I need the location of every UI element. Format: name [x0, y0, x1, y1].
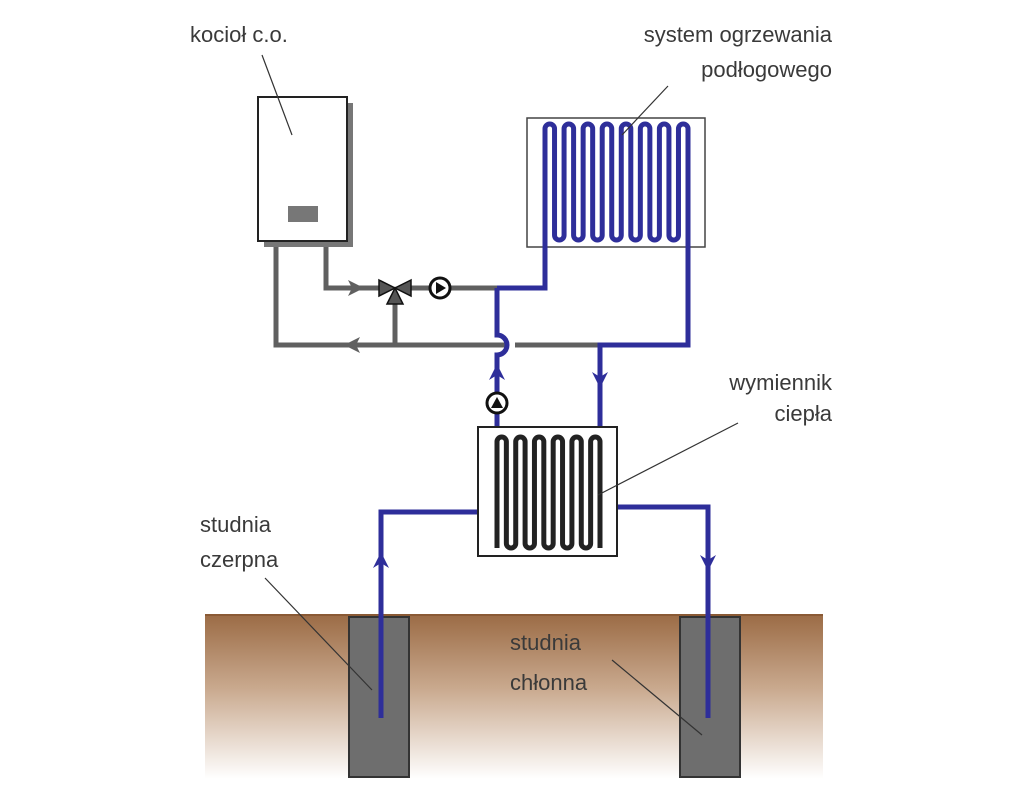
- floor-heating-label-line2: podłogowego: [701, 57, 832, 82]
- return-well-label-line1: studnia: [510, 630, 582, 655]
- exchanger-leader-line: [597, 422, 739, 496]
- well-pump-icon: [485, 391, 509, 415]
- floor-heating-system: [526, 117, 706, 248]
- flow-arrow-down-icon: [592, 372, 608, 388]
- flow-arrow-up-icon: [373, 552, 389, 568]
- exchanger-label-line1: wymiennik: [728, 370, 833, 395]
- supply-well-leader-line: [264, 577, 373, 691]
- supply-well-label-line1: studnia: [200, 512, 272, 537]
- flow-arrow-down-icon: [700, 555, 716, 571]
- supply-well-label-line2: czerpna: [200, 547, 279, 572]
- flow-arrow-left-icon: [344, 337, 360, 353]
- three-way-valve-icon: [378, 278, 412, 305]
- heat-exchanger: [477, 426, 618, 557]
- flow-arrow-up-icon: [489, 364, 505, 380]
- return-well-label-line2: chłonna: [510, 670, 588, 695]
- boiler: [257, 96, 353, 247]
- exchanger-label-line2: ciepła: [775, 401, 833, 426]
- boiler-pump-icon: [428, 276, 452, 300]
- boiler-label: kocioł c.o.: [190, 22, 288, 47]
- floor-heating-label-line1: system ogrzewania: [644, 22, 833, 47]
- water-pipes: [378, 240, 711, 718]
- return-well-leader-line: [611, 659, 703, 736]
- boiler-leader-line: [261, 54, 293, 136]
- flow-arrow-right-icon: [348, 280, 364, 296]
- floor-heating-leader-line: [621, 85, 669, 136]
